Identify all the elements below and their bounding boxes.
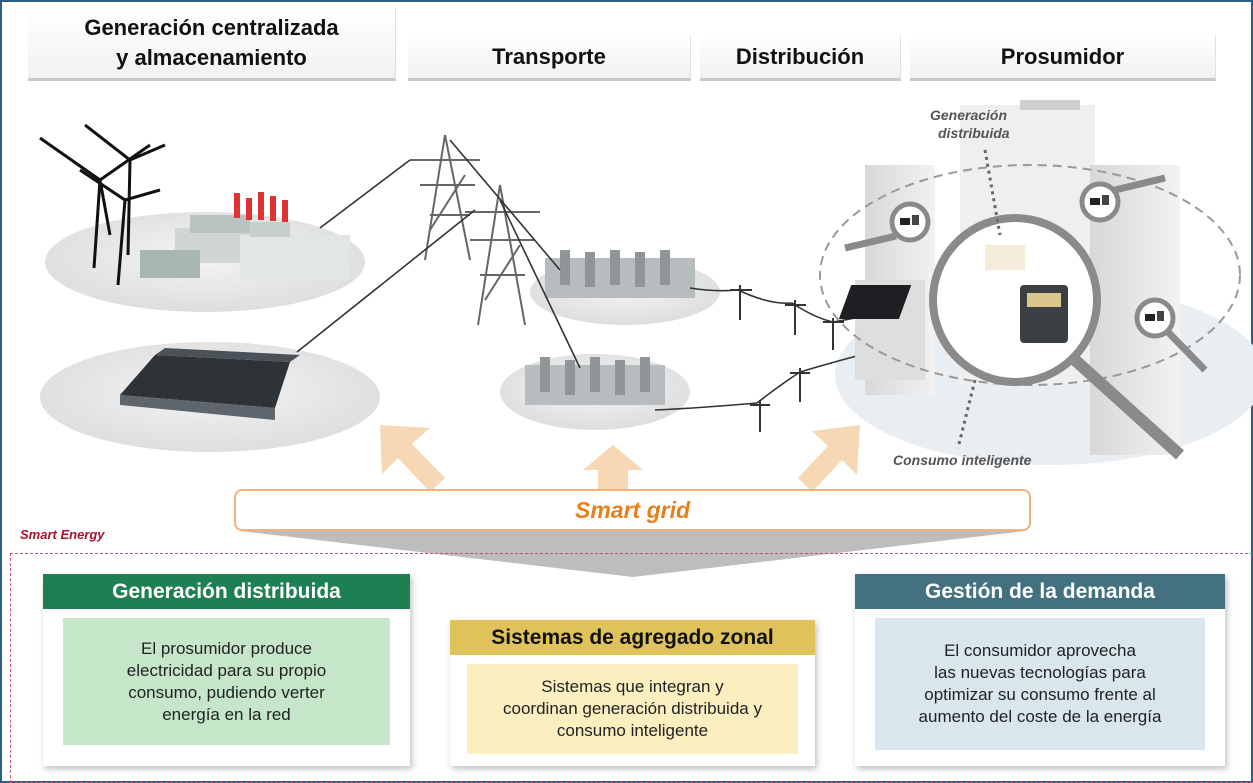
label-distributed-generation-line1: Generación: [930, 107, 1008, 123]
card-distributed-line-3: consumo, pudiendo verter: [128, 682, 325, 702]
substation-lower-icon: [525, 357, 665, 405]
header-centralized-line2: y almacenamiento: [116, 45, 307, 70]
card-demand-line-1: El consumidor aprovecha: [944, 641, 1136, 660]
magnifier-small-2-icon: [1079, 174, 1166, 223]
header-centralized-line1: Generación centralizada: [84, 15, 339, 40]
smart-energy-label: Smart Energy: [20, 527, 105, 542]
transmission-tower-1-icon: [410, 134, 480, 261]
header-prosumer: Prosumidor: [910, 36, 1216, 81]
arrow-center-icon: [583, 445, 643, 490]
card-aggregation-title: Sistemas de agregado zonal: [450, 620, 815, 655]
header-distribution: Distribución: [700, 36, 901, 81]
header-distribution-label: Distribución: [735, 44, 865, 69]
card-aggregation-line-3: consumo inteligente: [556, 721, 709, 740]
header-prosumer-label: Prosumidor: [1000, 44, 1125, 69]
card-aggregation-line-2: coordinan generación distribuida y: [503, 699, 762, 718]
card-demand-body: El consumidor aprovecha las nuevas tecno…: [875, 618, 1205, 750]
magnifier-main-icon: [838, 214, 1185, 460]
leader-consumption: [956, 379, 977, 449]
card-aggregation-title-text: Sistemas de agregado zonal: [491, 625, 774, 649]
card-aggregation-line-1: Sistemas que integran y: [541, 677, 724, 696]
card-distributed-generation: Generación distribuida El prosumidor pro…: [43, 574, 410, 766]
magnifier-small-1-icon: [844, 201, 931, 252]
card-demand-title: Gestión de la demanda: [855, 574, 1225, 609]
smart-grid-bar: Smart grid: [234, 489, 1031, 531]
card-distributed-line-1: El prosumidor produce: [140, 638, 313, 658]
card-demand-line-4: aumento del coste de la energía: [918, 707, 1162, 726]
header-centralized-generation: Generación centralizada y almacenamiento: [28, 8, 396, 81]
label-smart-consumption: Consumo inteligente: [893, 452, 1032, 468]
magnifier-small-3-icon: [1134, 297, 1208, 373]
header-transport: Transporte: [408, 36, 691, 81]
smart-grid-funnel-arrow: [240, 531, 1025, 577]
card-demand-title-text: Gestión de la demanda: [925, 579, 1155, 603]
smart-grid-label: Smart grid: [574, 496, 691, 523]
header-transport-label: Transporte: [492, 44, 606, 69]
card-distributed-title-text: Generación distribuida: [112, 579, 341, 603]
card-demand-management: Gestión de la demanda El consumidor apro…: [855, 574, 1225, 766]
card-distributed-generation-title: Generación distribuida: [43, 574, 410, 609]
arrow-right-icon: [798, 425, 860, 492]
card-zonal-aggregation: Sistemas de agregado zonal Sistemas que …: [450, 620, 815, 766]
leader-generation: [983, 149, 1002, 236]
card-demand-line-2: las nuevas tecnologías para: [934, 663, 1146, 682]
label-distributed-generation-line2: distribuida: [938, 125, 1010, 141]
card-distributed-line-2: electricidad para su propio: [126, 660, 327, 680]
label-distributed-generation: Generación distribuida: [930, 106, 1010, 142]
power-plant-icon: [140, 192, 350, 280]
card-distributed-body: El prosumidor produce electricidad para …: [63, 618, 390, 745]
card-aggregation-body: Sistemas que integran y coordinan genera…: [467, 664, 798, 754]
card-demand-line-3: optimizar su consumo frente al: [924, 685, 1156, 704]
storage-facility-icon: [120, 348, 300, 420]
transmission-tower-2-icon: [465, 184, 540, 326]
prosumer-dashed-zone: [819, 164, 1241, 386]
wind-turbines-icon: [39, 123, 166, 286]
card-distributed-line-4: energía en la red: [162, 704, 291, 724]
substation-upper-icon: [545, 250, 695, 298]
arrow-left-icon: [380, 425, 445, 492]
